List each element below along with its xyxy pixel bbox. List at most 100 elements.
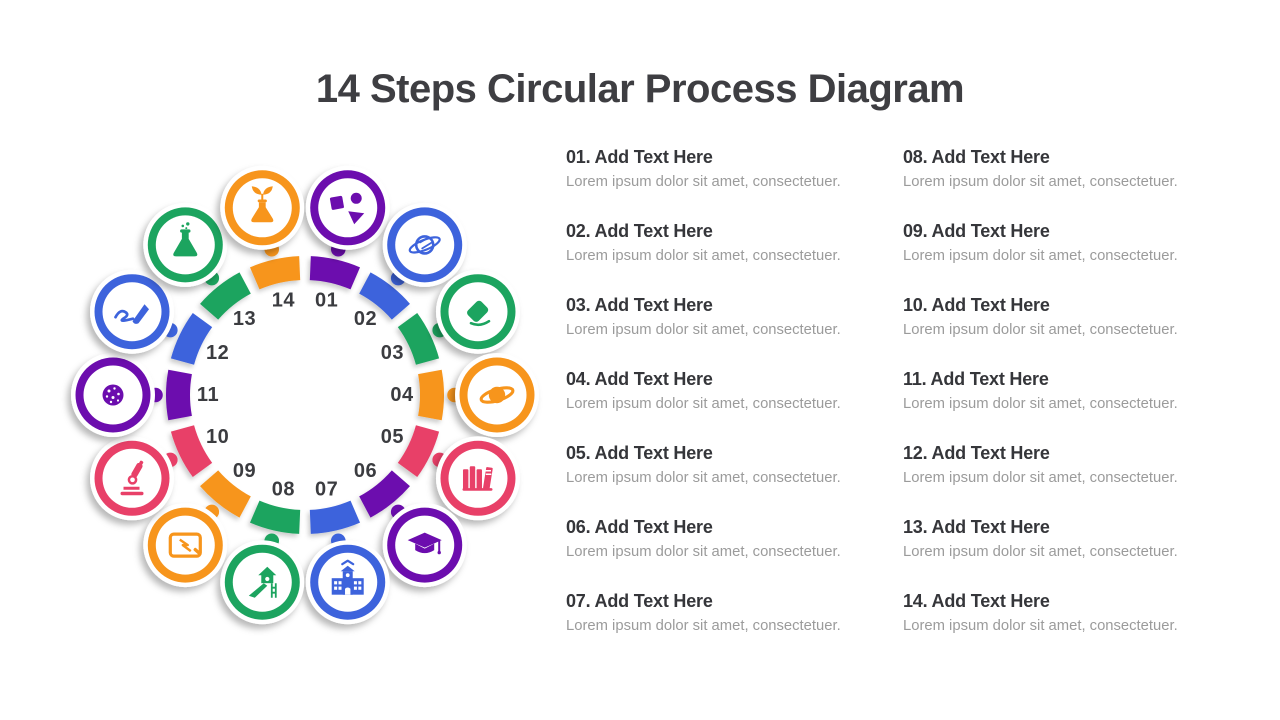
ring-segment-03: [397, 312, 440, 366]
step-number-13: 13: [233, 308, 256, 330]
step-body: Lorem ipsum dolor sit amet, consectetuer…: [903, 322, 1178, 338]
eraser-icon: [467, 300, 491, 327]
step-body: Lorem ipsum dolor sit amet, consectetuer…: [566, 618, 841, 634]
segment-ring: [166, 256, 444, 534]
ring-segment-10: [170, 424, 213, 478]
step-heading: 09. Add Text Here: [903, 221, 1050, 241]
microscope-icon: [120, 460, 144, 496]
step-number-09: 09: [233, 460, 256, 482]
saturn-icon: [479, 386, 515, 404]
step-heading: 07. Add Text Here: [566, 591, 713, 611]
step-heading: 12. Add Text Here: [903, 443, 1050, 463]
planet-sketch-icon: [408, 235, 441, 255]
step-body: Lorem ipsum dolor sit amet, consectetuer…: [566, 396, 841, 412]
ring-segment-05: [397, 424, 440, 478]
step-body: Lorem ipsum dolor sit amet, consectetuer…: [566, 470, 841, 486]
step-body: Lorem ipsum dolor sit amet, consectetuer…: [566, 174, 841, 190]
ring-segment-12: [170, 312, 213, 366]
step-number-10: 10: [206, 426, 229, 448]
step-heading: 03. Add Text Here: [566, 295, 713, 315]
step-heading: 14. Add Text Here: [903, 591, 1050, 611]
step-number-05: 05: [381, 426, 404, 448]
step-number-08: 08: [272, 479, 295, 501]
ring-segment-13: [200, 272, 252, 320]
icon-bubble-14: [220, 165, 305, 250]
step-number-11: 11: [197, 384, 219, 406]
step-heading: 04. Add Text Here: [566, 369, 713, 389]
books-icon: [462, 466, 493, 491]
icon-bubble-02: [382, 202, 467, 287]
step-heading: 05. Add Text Here: [566, 443, 713, 463]
step-body: Lorem ipsum dolor sit amet, consectetuer…: [903, 174, 1178, 190]
ring-segment-04: [418, 369, 444, 421]
icon-bubble-10: [90, 436, 175, 521]
flask-icon: [173, 222, 198, 257]
step-body: Lorem ipsum dolor sit amet, consectetuer…: [903, 396, 1178, 412]
step-heading: 10. Add Text Here: [903, 295, 1050, 315]
icon-bubble-05: [435, 436, 520, 521]
cookie-icon: [102, 384, 124, 406]
icon-bubble-08: [220, 540, 305, 625]
step-body: Lorem ipsum dolor sit amet, consectetuer…: [903, 618, 1178, 634]
step-number-02: 02: [354, 308, 377, 330]
tablet-icon: [168, 532, 202, 558]
step-heading: 06. Add Text Here: [566, 517, 713, 537]
ring-segment-09: [200, 470, 252, 518]
icon-bubble-09: [143, 503, 228, 588]
step-number-14: 14: [272, 289, 296, 311]
connector-dots: [148, 241, 462, 549]
pen-icon: [114, 304, 150, 324]
step-body: Lorem ipsum dolor sit amet, consectetuer…: [903, 470, 1178, 486]
icon-bubble-01: [305, 165, 390, 250]
icon-bubble-04: [455, 353, 539, 437]
step-body: Lorem ipsum dolor sit amet, consectetuer…: [566, 544, 841, 560]
plant-flask-icon: [251, 186, 274, 223]
step-body: Lorem ipsum dolor sit amet, consectetuer…: [903, 248, 1178, 264]
ring-segment-11: [166, 369, 192, 421]
step-number-03: 03: [381, 342, 404, 364]
step-number-04: 04: [390, 384, 414, 406]
ring-segment-08: [249, 500, 301, 534]
icon-bubble-06: [382, 503, 467, 588]
ring-segment-02: [358, 272, 410, 320]
step-heading: 11. Add Text Here: [903, 369, 1049, 389]
step-body: Lorem ipsum dolor sit amet, consectetuer…: [903, 544, 1178, 560]
ring-segment-01: [309, 256, 361, 290]
graduation-cap-icon: [407, 532, 442, 555]
ring-segment-06: [358, 470, 410, 518]
step-heading: 08. Add Text Here: [903, 147, 1050, 167]
icon-bubble-07: [305, 540, 390, 625]
icon-bubbles: [71, 165, 539, 625]
icon-bubble-03: [435, 269, 520, 354]
page-title: 14 Steps Circular Process Diagram: [315, 66, 965, 111]
step-body: Lorem ipsum dolor sit amet, consectetuer…: [566, 248, 841, 264]
ring-segment-07: [309, 500, 361, 534]
playground-icon: [248, 566, 277, 598]
step-number-12: 12: [206, 342, 229, 364]
step-number-07: 07: [315, 479, 338, 501]
ring-segment-14: [249, 256, 301, 290]
icon-bubble-13: [143, 202, 228, 287]
step-heading: 01. Add Text Here: [566, 147, 713, 167]
icon-bubble-11: [71, 353, 155, 437]
step-body: Lorem ipsum dolor sit amet, consectetuer…: [566, 322, 841, 338]
